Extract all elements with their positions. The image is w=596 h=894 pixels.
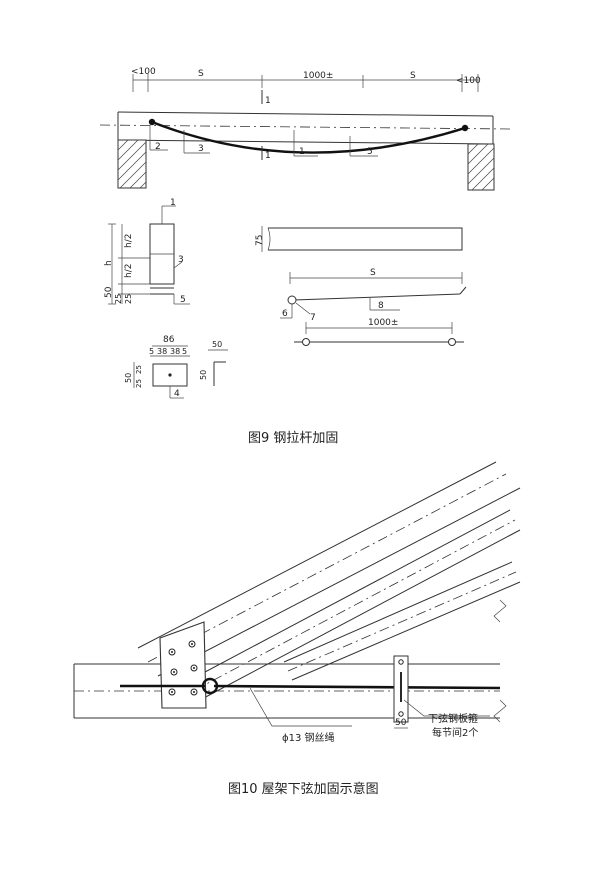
clamp-label: 下弦钢板箍	[428, 712, 478, 725]
dim-right-gap: <100	[456, 76, 481, 86]
fig10-truss: 50 ϕ13 钢丝绳 下弦钢板箍 每节间2个	[73, 461, 521, 744]
dim-38-b: 38	[170, 347, 180, 356]
dim-25-c: 25	[135, 365, 143, 374]
callout-5: 5	[367, 147, 373, 157]
dim-h-half-top: h/2	[124, 234, 134, 248]
dim-5-a: 5	[149, 347, 154, 356]
fig9-caption: 图9 钢拉杆加固	[248, 431, 339, 446]
gusset-plate	[159, 621, 207, 709]
callout-1: 1	[299, 147, 305, 157]
section-mark-bottom: 1	[265, 151, 271, 161]
dim-50-angle-height: 50	[199, 370, 208, 380]
dim-86: 86	[163, 335, 175, 345]
wire-rope-label: ϕ13 钢丝绳	[282, 731, 335, 744]
callout-2: 2	[155, 142, 161, 152]
dim-25-d: 25	[135, 379, 143, 388]
dim-50-angle-width: 50	[212, 340, 222, 349]
dim-left-gap: <100	[131, 67, 156, 77]
dim-h-half-bottom: h/2	[124, 264, 134, 278]
right-support	[467, 143, 495, 191]
section-mark-top: 1	[265, 96, 271, 106]
dim-25-a: 25	[114, 294, 123, 304]
anchor-right	[461, 124, 469, 132]
clamp-width-dim: 50	[395, 718, 407, 728]
callout-6: 6	[282, 309, 288, 319]
callout-8: 8	[378, 301, 384, 311]
dim-75: 75	[255, 235, 265, 246]
clamp-note: 每节间2个	[432, 726, 478, 739]
callout-5-section: 5	[180, 295, 186, 305]
dim-50-section: 50	[104, 286, 114, 298]
callout-4: 4	[174, 389, 180, 399]
wire-rope-loop	[201, 677, 219, 695]
callout-7: 7	[310, 313, 316, 323]
fig10-caption: 图10 屋架下弦加固示意图	[228, 782, 379, 797]
dim-38-a: 38	[157, 347, 167, 356]
dim-rod-length: 1000±	[368, 318, 398, 328]
fig9-elevation: <100 S 1000± S <100 1	[99, 67, 511, 191]
wire-rope	[120, 684, 501, 690]
dim-span-total: 1000±	[303, 71, 333, 81]
dim-span-s-right: S	[410, 71, 416, 81]
steel-tie-rod	[151, 120, 466, 154]
anchor-left	[148, 118, 156, 126]
left-support	[117, 139, 147, 189]
dim-h: h	[104, 260, 114, 266]
dim-span-s-left: S	[198, 69, 204, 79]
fig9-plate: 86 5 38 38 5 50 25 25 4 50 50	[124, 335, 228, 399]
fig9-section: h h/2 h/2 50 25 25 1 3 5	[104, 198, 190, 305]
dim-5-b: 5	[182, 347, 187, 356]
callout-1-section: 1	[170, 198, 176, 208]
dim-s-rod: S	[370, 268, 376, 278]
dim-50-plate: 50	[124, 373, 133, 383]
callout-3: 3	[198, 144, 204, 154]
callout-3-section: 3	[178, 255, 184, 265]
dim-25-b: 25	[124, 294, 133, 304]
fig9-strips: 75 S 8 6 7 1000±	[255, 226, 467, 346]
